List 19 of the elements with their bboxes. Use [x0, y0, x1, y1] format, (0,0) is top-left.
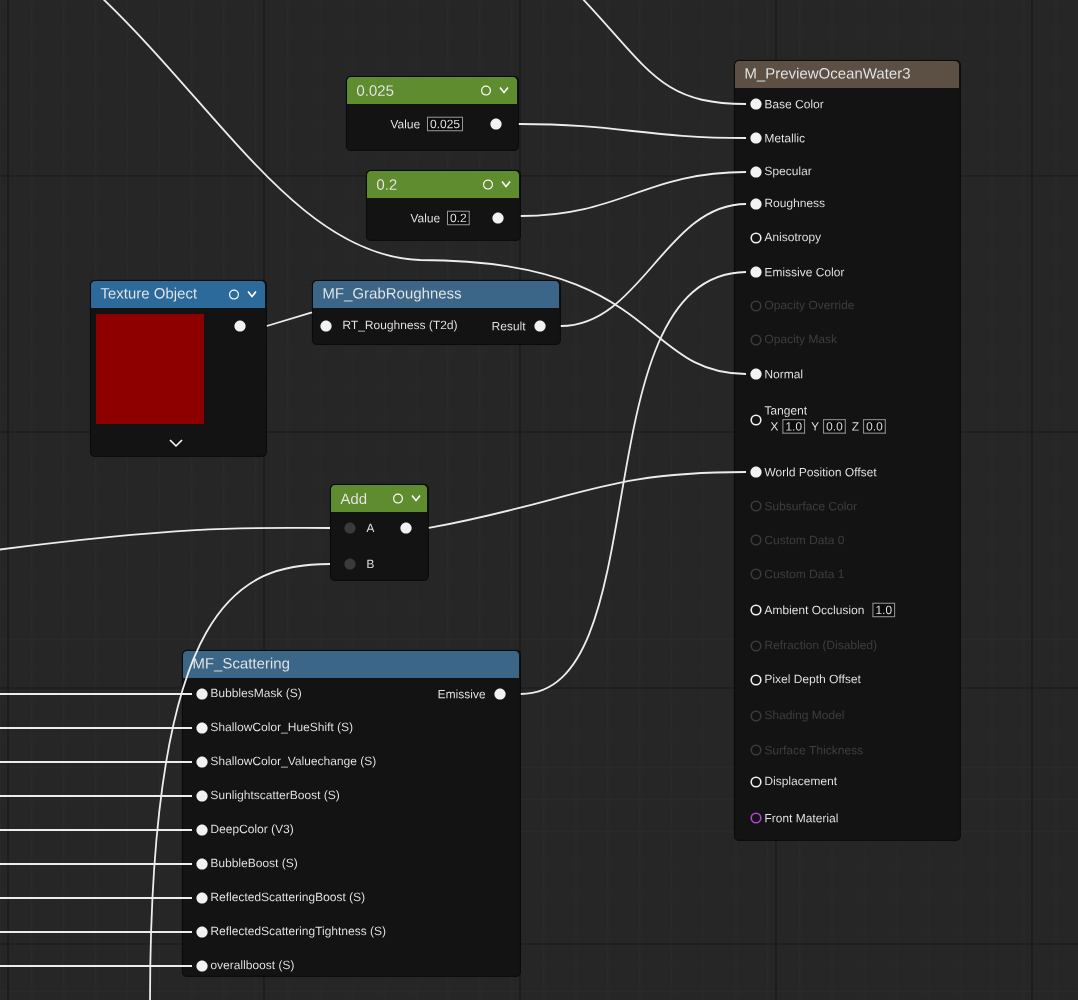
- connection-wire: [559, 203, 747, 327]
- connection-wire: [265, 311, 313, 327]
- connection-wire: [519, 171, 747, 217]
- connection-wire: [0, 829, 193, 831]
- connection-wire: [0, 931, 193, 933]
- connection-wire: [0, 693, 193, 695]
- connection-wire: [0, 761, 193, 763]
- connection-wire: [0, 795, 193, 797]
- connection-wire: [0, 863, 193, 865]
- connection-wire: [0, 897, 193, 899]
- connection-wire: [149, 563, 331, 1000]
- connection-wire: [579, 0, 747, 105]
- connection-wire: [0, 526, 331, 551]
- connection-wire: [0, 727, 193, 729]
- connection-wire: [517, 123, 747, 139]
- connection-wire: [427, 471, 747, 529]
- connection-wire: [0, 965, 193, 967]
- connection-wire: [99, 0, 747, 375]
- connection-wire: [519, 271, 747, 695]
